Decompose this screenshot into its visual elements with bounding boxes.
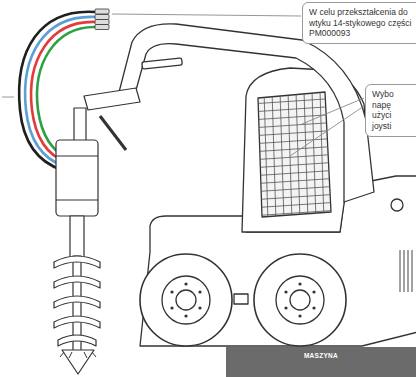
- motor-band: [56, 199, 98, 200]
- wheel-rim: [276, 276, 324, 324]
- auger-tip: [62, 350, 94, 374]
- callout-box: Wybo napę użyci joysti: [365, 84, 416, 137]
- lift-arm: [118, 24, 374, 202]
- auger-flight: [54, 316, 100, 328]
- callout-box: W celu przekształcenia do wtyku 14-styko…: [302, 2, 416, 44]
- wheel-hub: [290, 290, 310, 310]
- motor-band: [56, 155, 98, 156]
- auger-motor: [56, 140, 98, 216]
- callout-text: Wybo napę użyci joysti: [372, 89, 408, 132]
- wheel: [254, 254, 346, 346]
- engine-vents: [400, 250, 412, 292]
- callout-text: W celu przekształcenia do wtyku 14-styko…: [309, 7, 416, 39]
- wheel-rim: [162, 276, 210, 324]
- auger-flight: [54, 296, 100, 308]
- wheel-hub: [176, 290, 196, 310]
- rear-light: [391, 199, 403, 211]
- mount-link: [74, 108, 86, 142]
- label-band: MASZYNA: [226, 347, 416, 377]
- hose-couplers: [95, 9, 109, 30]
- tilt-cylinder: [142, 58, 183, 69]
- cab-grid: [250, 90, 340, 222]
- band-label: MASZYNA: [230, 352, 412, 359]
- wheel: [140, 254, 232, 346]
- wheel-bolts: [170, 282, 315, 317]
- chassis-plate: [234, 294, 248, 304]
- auger-teeth: [60, 352, 96, 358]
- auger-flight: [54, 276, 100, 288]
- handle-lever: [100, 116, 126, 150]
- mount-plate: [84, 88, 140, 110]
- auger-flight: [54, 256, 100, 268]
- auger-flight: [58, 335, 96, 346]
- auger-shaft: [70, 216, 84, 258]
